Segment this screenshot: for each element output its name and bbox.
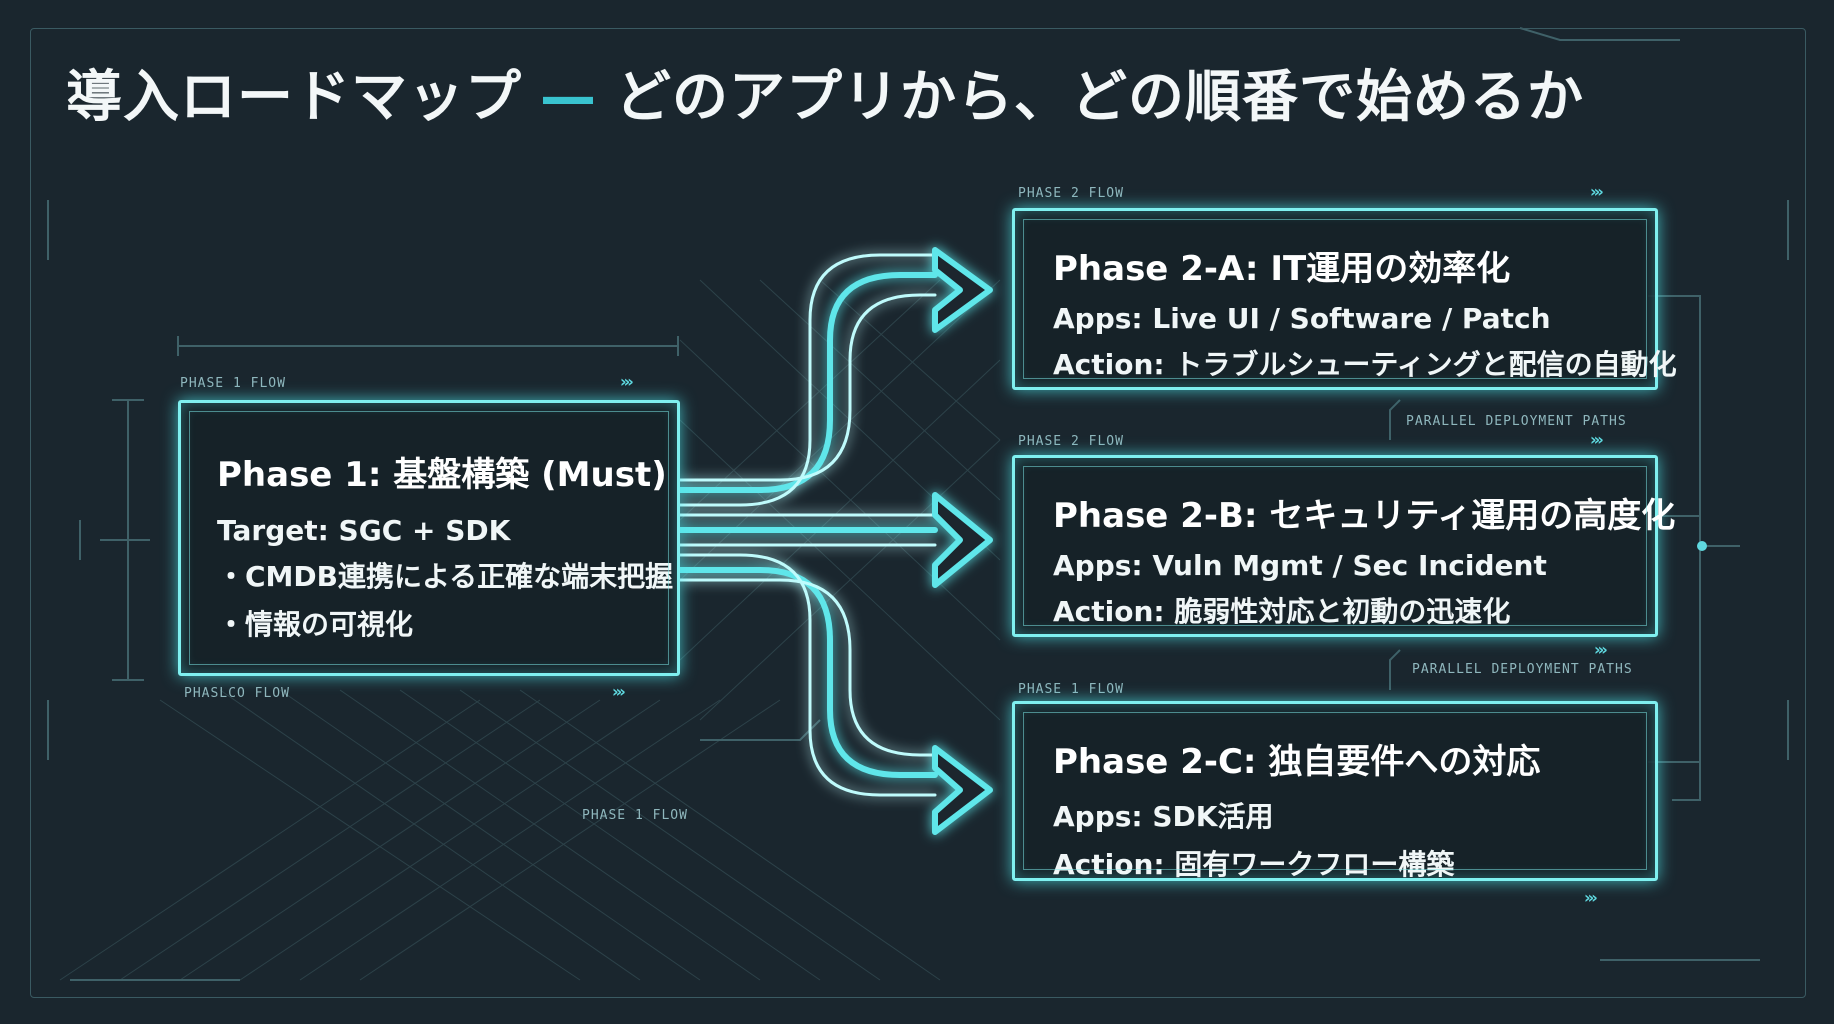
- page-title: 導入ロードマップ — どのアプリから、どの順番で始めるか: [66, 52, 1584, 133]
- phase2b-apps: Apps: Vuln Mgmt / Sec Incident: [1053, 549, 1547, 582]
- parallel-label-2: PARALLEL DEPLOYMENT PATHS: [1412, 662, 1633, 677]
- phase2b-chevron-icon: ›››: [1590, 430, 1604, 449]
- phase2b-title: Phase 2-B: セキュリティ運用の高度化: [1053, 496, 1676, 536]
- phase2b-card: Phase 2-B: セキュリティ運用の高度化 Apps: Vuln Mgmt …: [1012, 455, 1676, 637]
- phase2b-action: Action: 脆弱性対応と初動の迅速化: [1053, 595, 1511, 628]
- phase2a-flow-label: PHASE 2 FLOW: [1018, 186, 1124, 201]
- phase1-bottom-chevron-icon: ›››: [612, 682, 626, 701]
- phase1-flow-callout: PHASE 1 FLOW: [582, 808, 688, 823]
- title-main: 導入ロードマップ: [66, 65, 522, 130]
- phase2a-card: Phase 2-A: IT運用の効率化 Apps: Live UI / Soft…: [1012, 208, 1677, 390]
- phase2c-chevron-icon: ›››: [1584, 888, 1598, 907]
- phase2c-apps: Apps: SDK活用: [1053, 800, 1274, 833]
- title-dash: —: [540, 65, 597, 130]
- outer-frame: [30, 28, 1806, 998]
- phase2c-action: Action: 固有ワークフロー構築: [1053, 848, 1455, 881]
- arrow-head-a: [932, 247, 993, 333]
- phase2a-apps: Apps: Live UI / Software / Patch: [1053, 302, 1551, 335]
- phase2c-flow-label: PHASE 1 FLOW: [1018, 682, 1124, 697]
- phase2c-title: Phase 2-C: 独自要件への対応: [1053, 742, 1541, 782]
- phase1-flow-label: PHASE 1 FLOW: [180, 376, 286, 391]
- title-sub: どのアプリから、どの順番で始めるか: [615, 65, 1584, 130]
- phase1-flow-label-bottom: PHASLCO FLOW: [184, 686, 290, 701]
- phase1-title: Phase 1: 基盤構築 (Must): [217, 455, 667, 495]
- parallel-chevron-icon: ›››: [1594, 640, 1608, 659]
- phase1-target: Target: SGC + SDK: [217, 514, 511, 547]
- phase2c-card: Phase 2-C: 独自要件への対応 Apps: SDK活用 Action: …: [1012, 701, 1658, 881]
- flow-arrows: [677, 247, 993, 835]
- phase2a-chevron-icon: ›››: [1590, 182, 1604, 201]
- parallel-label-1: PARALLEL DEPLOYMENT PATHS: [1406, 414, 1627, 429]
- phase1-chevron-icon: ›››: [620, 372, 634, 391]
- phase1-bullet-1: ・CMDB連携による正確な端末把握: [217, 560, 674, 593]
- junction-node: [1697, 541, 1707, 551]
- phase2b-flow-label: PHASE 2 FLOW: [1018, 434, 1124, 449]
- phase1-bullet-2: ・情報の可視化: [217, 608, 414, 641]
- phase2a-action: Action: トラブルシューティングと配信の自動化: [1053, 348, 1677, 381]
- arrow-head-c: [932, 745, 993, 835]
- phase1-card: Phase 1: 基盤構築 (Must) Target: SGC + SDK ・…: [178, 400, 680, 676]
- phase2a-title: Phase 2-A: IT運用の効率化: [1053, 249, 1511, 289]
- arrow-head-b: [932, 492, 993, 588]
